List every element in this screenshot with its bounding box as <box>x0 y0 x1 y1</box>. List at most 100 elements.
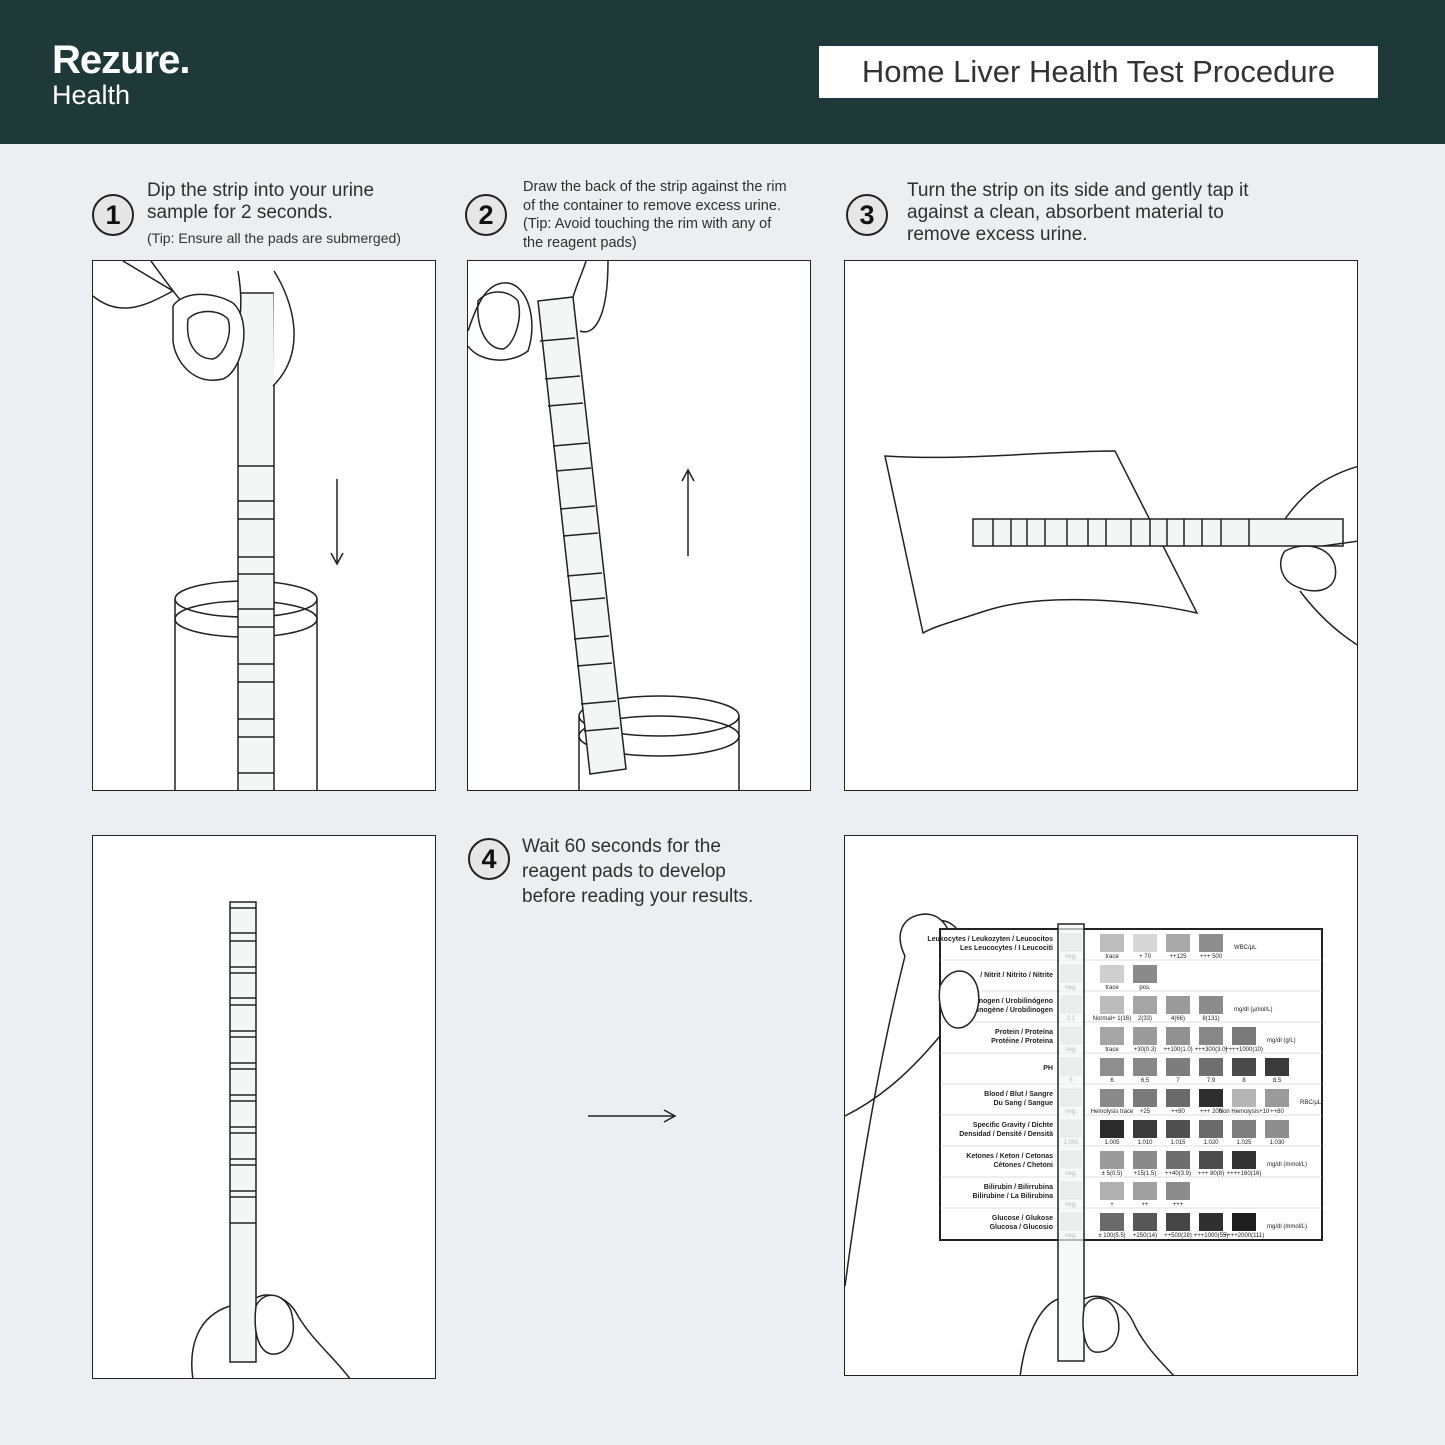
swatch-value: 7 <box>1176 1078 1180 1084</box>
arrow-right-icon <box>588 1109 677 1123</box>
swatch-value: ± 5(0.5) <box>1102 1171 1123 1177</box>
swatch-value: 1.020 <box>1203 1140 1219 1146</box>
chart-row-label: / Nitrit / Nitrito / Nitrite <box>980 972 1053 979</box>
color-swatch <box>1199 1213 1223 1231</box>
step-1-tip: (Tip: Ensure all the pads are submerged) <box>147 230 401 246</box>
brand-subtitle: Health <box>52 80 131 110</box>
panel-step-3 <box>844 260 1358 791</box>
swatch-value: +++1000(55) <box>1194 1233 1229 1239</box>
swatch-value: trace <box>1105 954 1119 960</box>
chart-row-label-secondary: Les Leucocytes / I Leucociti <box>960 945 1053 952</box>
panel-wait <box>92 835 436 1379</box>
chart-row-label-secondary: Densidad / Densité / Densità <box>959 1131 1053 1138</box>
swatch-value: Normal+ 1(16) <box>1093 1016 1132 1022</box>
color-swatch <box>1232 1027 1256 1045</box>
swatch-value: +++ 80(8) <box>1198 1171 1224 1177</box>
swatch-value: Hemolysis trace <box>1091 1109 1134 1115</box>
color-swatch <box>1100 1120 1124 1138</box>
swatch-value: +++ 200 <box>1200 1109 1223 1115</box>
color-swatch <box>1100 965 1124 983</box>
color-swatch <box>1133 1182 1157 1200</box>
color-swatch <box>1166 1182 1190 1200</box>
color-swatch <box>1133 1027 1157 1045</box>
swatch-value: trace <box>1105 1047 1119 1053</box>
step-1-badge: 1 <box>92 194 134 236</box>
step-2-text: Draw the back of the strip against the r… <box>523 179 787 251</box>
swatch-value: +++ <box>1173 1202 1184 1208</box>
swatch-value: 7.9 <box>1207 1078 1216 1084</box>
color-swatch <box>1232 1151 1256 1169</box>
step-4-text: Wait 60 seconds for the reagent pads to … <box>522 836 754 907</box>
color-swatch <box>1166 1089 1190 1107</box>
chart-row-label: Protein / Proteína <box>995 1029 1053 1036</box>
swatch-value: +++ 500 <box>1200 954 1223 960</box>
color-swatch <box>1265 1089 1289 1107</box>
swatch-value: Non Hemolysis+10 <box>1219 1109 1270 1115</box>
color-swatch <box>1166 1027 1190 1045</box>
swatch-value: ++80 <box>1270 1109 1284 1115</box>
chart-row-label: ilinogen / Urobilinógeno <box>973 998 1053 1005</box>
swatch-value: trace <box>1105 985 1119 991</box>
panel-step-2 <box>467 260 811 791</box>
swatch-value: 6 <box>1110 1078 1114 1084</box>
color-swatch <box>1199 1058 1223 1076</box>
color-swatch <box>1199 996 1223 1014</box>
swatch-value: 1.005 <box>1104 1140 1120 1146</box>
color-swatch <box>1133 1058 1157 1076</box>
color-swatch <box>1100 996 1124 1014</box>
color-chart-card <box>939 928 1323 1241</box>
wait-illustration <box>191 901 351 1378</box>
swatch-value: ++100(1.0) <box>1163 1047 1192 1053</box>
color-swatch <box>1100 1089 1124 1107</box>
color-swatch <box>1166 1151 1190 1169</box>
chart-unit: mg/dl (g/L) <box>1267 1038 1296 1044</box>
swatch-value: ++500(28) <box>1164 1233 1192 1239</box>
color-swatch <box>1133 1089 1157 1107</box>
color-swatch <box>1133 965 1157 983</box>
color-swatch <box>1199 934 1223 952</box>
color-swatch <box>1133 1120 1157 1138</box>
color-swatch <box>1232 1089 1256 1107</box>
swatch-value: 2(33) <box>1138 1016 1152 1022</box>
swatch-value: +250(14) <box>1133 1233 1157 1239</box>
swatch-value: ++40(3.9) <box>1165 1171 1191 1177</box>
color-swatch <box>1199 1027 1223 1045</box>
color-swatch <box>1232 1213 1256 1231</box>
step-3-text: Turn the strip on its side and gently ta… <box>907 180 1249 245</box>
header-bar: Rezure. Health Home Liver Health Test Pr… <box>0 0 1445 144</box>
chart-row-label-secondary: Du Sang / Sangue <box>993 1100 1053 1107</box>
swatch-value: +15(1.5) <box>1134 1171 1157 1177</box>
swatch-value: 8 <box>1242 1078 1246 1084</box>
brand-logo: Rezure. <box>52 38 190 82</box>
rim-illustration <box>468 261 740 790</box>
color-swatch <box>1100 1151 1124 1169</box>
color-swatch <box>1133 996 1157 1014</box>
tap-illustration <box>884 450 1357 646</box>
swatch-value: ++++160(16) <box>1227 1171 1262 1177</box>
chart-unit: mg/dl (mmol/L) <box>1267 1224 1307 1230</box>
swatch-value: 6.5 <box>1141 1078 1150 1084</box>
color-swatch <box>1100 1213 1124 1231</box>
dip-illustration <box>93 261 344 790</box>
swatch-value: 1.010 <box>1137 1140 1153 1146</box>
chart-row-label: Ketones / Keton / Cetonas <box>966 1153 1053 1160</box>
swatch-value: 4(66) <box>1171 1016 1185 1022</box>
color-swatch <box>1133 934 1157 952</box>
swatch-value: ++ <box>1141 1202 1149 1208</box>
step-4-badge: 4 <box>468 838 510 880</box>
color-swatch <box>1166 1213 1190 1231</box>
step-2-badge: 2 <box>465 194 507 236</box>
color-swatch <box>1265 1058 1289 1076</box>
chart-row-label: Bilirubin / Bilirrubina <box>984 1184 1053 1191</box>
swatch-value: 1.025 <box>1236 1140 1252 1146</box>
panel-step-1 <box>92 260 436 791</box>
chart-row-label-secondary: bilinogène / Urobilinogen <box>969 1007 1053 1014</box>
swatch-value: ++80 <box>1171 1109 1185 1115</box>
color-swatch <box>1100 934 1124 952</box>
chart-unit: RBC/µL <box>1300 1100 1322 1106</box>
color-swatch <box>1199 1120 1223 1138</box>
color-swatch <box>1199 1151 1223 1169</box>
chart-unit: mg/dl (µmol/L) <box>1234 1007 1272 1013</box>
color-swatch <box>1100 1027 1124 1045</box>
